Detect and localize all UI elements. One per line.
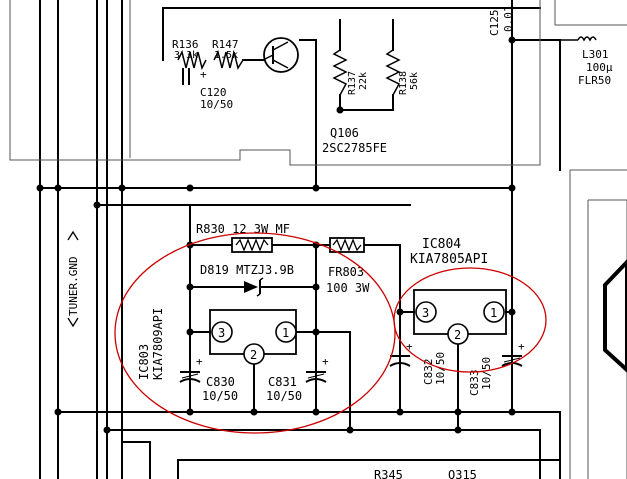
annotation-ellipses <box>114 232 547 434</box>
c125-value: 0.01 <box>502 6 515 33</box>
board-outlines <box>9 0 627 479</box>
ic803-regulator: 3 1 2 IC803 KIA7809API <box>137 308 297 380</box>
d819-label: D819 MTZJ3.9B <box>200 263 294 277</box>
c832-plus: + <box>406 340 413 353</box>
fr803-resistor: FR803 100 3W <box>326 237 370 295</box>
ic803-pin3: 3 <box>218 326 225 340</box>
ic804-regulator: 3 1 2 IC804 KIA7805API <box>410 237 507 345</box>
l301-ref: L301 <box>582 48 609 61</box>
ic803-part: KIA7809API <box>151 308 165 380</box>
fr803-value: 100 3W <box>326 281 370 295</box>
c831-plus: + <box>322 355 329 368</box>
r147-value: 1.5k <box>214 50 238 61</box>
c120-capacitor: + C120 10/50 <box>182 68 233 111</box>
c120-plus: + <box>200 68 207 81</box>
r136-ref: R136 <box>172 38 199 51</box>
c833-value: 10/50 <box>480 357 493 390</box>
ic803-highlight-ellipse <box>114 232 396 434</box>
l301-inductor: L301 100µ FLR50 <box>560 36 613 87</box>
q106-transistor: Q106 2SC2785FE <box>262 37 387 155</box>
r345-ref: R345 <box>374 468 403 479</box>
ic804-highlight-ellipse <box>393 267 547 373</box>
tuner-gnd-text: TUNER.GND <box>67 256 80 316</box>
ic804-ref: IC804 <box>422 237 461 252</box>
l301-part: FLR50 <box>578 74 611 87</box>
fr803-ref: FR803 <box>328 265 364 279</box>
junction-dots <box>36 36 516 434</box>
c831-ref: C831 <box>268 375 297 389</box>
r830-label: R830 12 3W MF <box>196 222 290 236</box>
r138-value: 56k <box>409 72 420 90</box>
r147-resistor: R147 1.5k <box>212 38 244 70</box>
tuner-gnd-label: TUNER.GND <box>67 230 80 328</box>
c832-capacitor: + C832 10/50 <box>389 340 447 385</box>
ic804-pin3: 3 <box>422 306 429 320</box>
c830-plus: + <box>196 355 203 368</box>
r137-value: 22k <box>358 72 369 90</box>
wires <box>39 0 561 479</box>
c833-plus: + <box>518 340 525 353</box>
edge-connector-shape <box>603 259 627 373</box>
c120-value: 10/50 <box>200 98 233 111</box>
ic804-part: KIA7805API <box>410 252 488 267</box>
q106-ref: Q106 <box>330 126 359 140</box>
r137-resistor: R137 22k <box>332 49 369 96</box>
q106-part: 2SC2785FE <box>322 141 387 155</box>
c831-value: 10/50 <box>266 389 302 403</box>
ic803-pin2: 2 <box>250 348 257 362</box>
c833-capacitor: + C833 10/50 <box>468 340 525 396</box>
r136-resistor: R136 3.3k <box>172 38 207 71</box>
c830-ref: C830 <box>206 375 235 389</box>
r137-ref: R137 <box>347 71 358 95</box>
q315-ref: Q315 <box>448 468 477 479</box>
c125-capacitor: C125 0.01 <box>488 6 515 37</box>
d819-diode: D819 MTZJ3.9B <box>200 263 294 297</box>
l301-value: 100µ <box>586 61 613 74</box>
r138-resistor: R138 56k <box>385 49 420 96</box>
r138-ref: R138 <box>398 71 409 95</box>
ic804-pin1: 1 <box>490 306 497 320</box>
c830-capacitor: + C830 10/50 <box>179 355 238 403</box>
c125-ref: C125 <box>488 10 501 37</box>
r136-value: 3.3k <box>174 50 198 61</box>
r147-ref: R147 <box>212 38 239 51</box>
c830-value: 10/50 <box>202 389 238 403</box>
r830-resistor: R830 12 3W MF <box>196 222 290 253</box>
ic804-pin2: 2 <box>454 328 461 342</box>
ic803-pin1: 1 <box>282 326 289 340</box>
ic803-ref: IC803 <box>137 344 151 380</box>
c833-ref: C833 <box>468 370 481 397</box>
c831-capacitor: + C831 10/50 <box>266 355 329 403</box>
c120-ref: C120 <box>200 86 227 99</box>
